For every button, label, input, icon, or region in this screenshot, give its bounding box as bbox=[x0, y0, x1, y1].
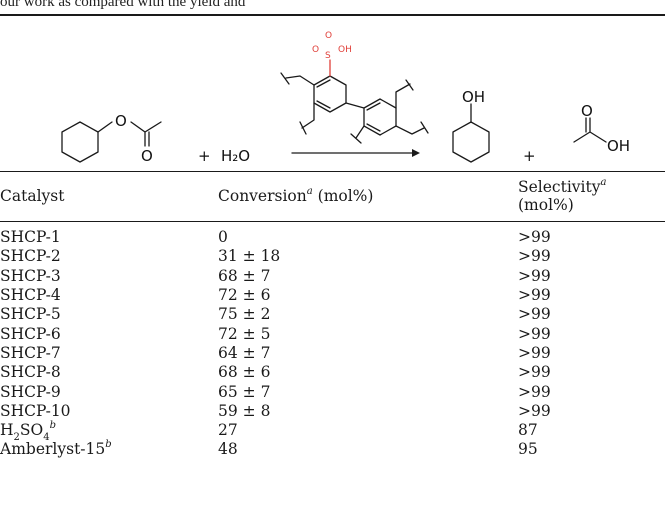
cell-catalyst: SHCP-10 bbox=[0, 401, 71, 420]
cyclohexanol-ring bbox=[452, 121, 490, 163]
cell-catalyst: SHCP-3 bbox=[0, 266, 61, 285]
cell-selectivity: >99 bbox=[518, 286, 551, 305]
cyclohexanol-oh: OH bbox=[462, 88, 485, 106]
cell-catalyst: SHCP-4 bbox=[0, 286, 61, 305]
cell-conversion: 72 ± 5 bbox=[218, 324, 271, 343]
sulfonic-s: S bbox=[325, 51, 331, 61]
cell-selectivity: >99 bbox=[518, 324, 551, 343]
cell-conversion: 0 bbox=[218, 228, 228, 247]
ester-chain bbox=[97, 121, 162, 147]
ester-carbonyl-o: O bbox=[141, 147, 153, 165]
table-row: SHCP-9 65 ± 7 >99 bbox=[0, 382, 665, 401]
table-row: SHCP-3 68 ± 7 >99 bbox=[0, 267, 665, 286]
table-row: SHCP-6 72 ± 5 >99 bbox=[0, 324, 665, 343]
cell-catalyst: Amberlyst-15b bbox=[0, 439, 112, 459]
cell-catalyst: SHCP-1 bbox=[0, 228, 61, 247]
cell-conversion: 72 ± 6 bbox=[218, 286, 271, 305]
table-row: SHCP-2 31 ± 18 >99 bbox=[0, 247, 665, 266]
header-catalyst: Catalyst bbox=[0, 187, 65, 205]
sulfonic-o-left: O bbox=[312, 45, 319, 55]
ester-cyclohexane-ring bbox=[61, 121, 99, 163]
water-label: H₂O bbox=[221, 147, 250, 165]
scheme-bottom-rule bbox=[0, 171, 665, 172]
cell-conversion: 68 ± 7 bbox=[218, 266, 271, 285]
cell-conversion: 27 bbox=[218, 421, 238, 440]
cell-catalyst: SHCP-7 bbox=[0, 343, 61, 362]
cell-catalyst: SHCP-2 bbox=[0, 247, 61, 266]
cell-conversion: 75 ± 2 bbox=[218, 305, 271, 324]
sulfonic-oh: OH bbox=[338, 45, 352, 55]
header-conversion: Conversiona (mol%) bbox=[218, 185, 374, 205]
reaction-scheme: O S O OH O O + H₂O OH + O OH bbox=[61, 31, 630, 165]
table-header-row: Catalyst Conversiona (mol%) Selectivitya… bbox=[0, 172, 665, 220]
cell-selectivity: >99 bbox=[518, 228, 551, 247]
catalyst-table: Catalyst Conversiona (mol%) Selectivitya… bbox=[0, 172, 665, 460]
catalyst-ring-1 bbox=[313, 75, 347, 113]
header-rule bbox=[0, 221, 665, 222]
acid-oh: OH bbox=[607, 137, 630, 155]
table-row: SHCP-1 0 >99 bbox=[0, 220, 665, 247]
cell-selectivity: >99 bbox=[518, 343, 551, 362]
table-row-h2so4: H2SO4b 27 87 bbox=[0, 419, 665, 444]
cell-catalyst: SHCP-6 bbox=[0, 324, 61, 343]
cell-selectivity: >99 bbox=[518, 382, 551, 401]
cell-selectivity: >99 bbox=[518, 363, 551, 382]
cell-conversion: 31 ± 18 bbox=[218, 247, 281, 266]
cell-selectivity: 95 bbox=[518, 440, 538, 459]
catalyst-ring-2 bbox=[363, 98, 397, 136]
acid-o: O bbox=[581, 102, 593, 120]
table-row: SHCP-5 75 ± 2 >99 bbox=[0, 305, 665, 324]
cell-selectivity: >99 bbox=[518, 247, 551, 266]
sulfonic-o-top: O bbox=[325, 31, 332, 41]
header-fragment: our work as compared with the yield and bbox=[0, 0, 246, 10]
cell-conversion: 68 ± 6 bbox=[218, 363, 271, 382]
table-row: SHCP-4 72 ± 6 >99 bbox=[0, 286, 665, 305]
table-row: SHCP-7 64 ± 7 >99 bbox=[0, 344, 665, 363]
table-row: SHCP-8 68 ± 6 >99 bbox=[0, 363, 665, 382]
ester-o-label: O bbox=[115, 112, 127, 130]
acetic-acid-chain bbox=[573, 117, 607, 143]
header-selectivity: Selectivitya (mol%) bbox=[518, 176, 607, 214]
cell-conversion: 59 ± 8 bbox=[218, 401, 271, 420]
cell-selectivity: >99 bbox=[518, 266, 551, 285]
cell-selectivity: >99 bbox=[518, 401, 551, 420]
cell-catalyst: SHCP-5 bbox=[0, 305, 61, 324]
cell-catalyst: SHCP-8 bbox=[0, 363, 61, 382]
cell-conversion: 48 bbox=[218, 440, 238, 459]
table-row-amberlyst: Amberlyst-15b 48 95 bbox=[0, 440, 665, 459]
cell-selectivity: >99 bbox=[518, 305, 551, 324]
cell-catalyst: H2SO4b bbox=[0, 419, 57, 444]
cell-conversion: 64 ± 7 bbox=[218, 343, 271, 362]
plus-2: + bbox=[523, 147, 536, 165]
reaction-arrow-head bbox=[412, 149, 420, 157]
table-row: SHCP-10 59 ± 8 >99 bbox=[0, 402, 665, 421]
cell-catalyst: SHCP-9 bbox=[0, 382, 61, 401]
top-rule bbox=[0, 14, 665, 16]
cell-conversion: 65 ± 7 bbox=[218, 382, 271, 401]
plus-1: + bbox=[198, 147, 211, 165]
cell-selectivity: 87 bbox=[518, 421, 538, 440]
